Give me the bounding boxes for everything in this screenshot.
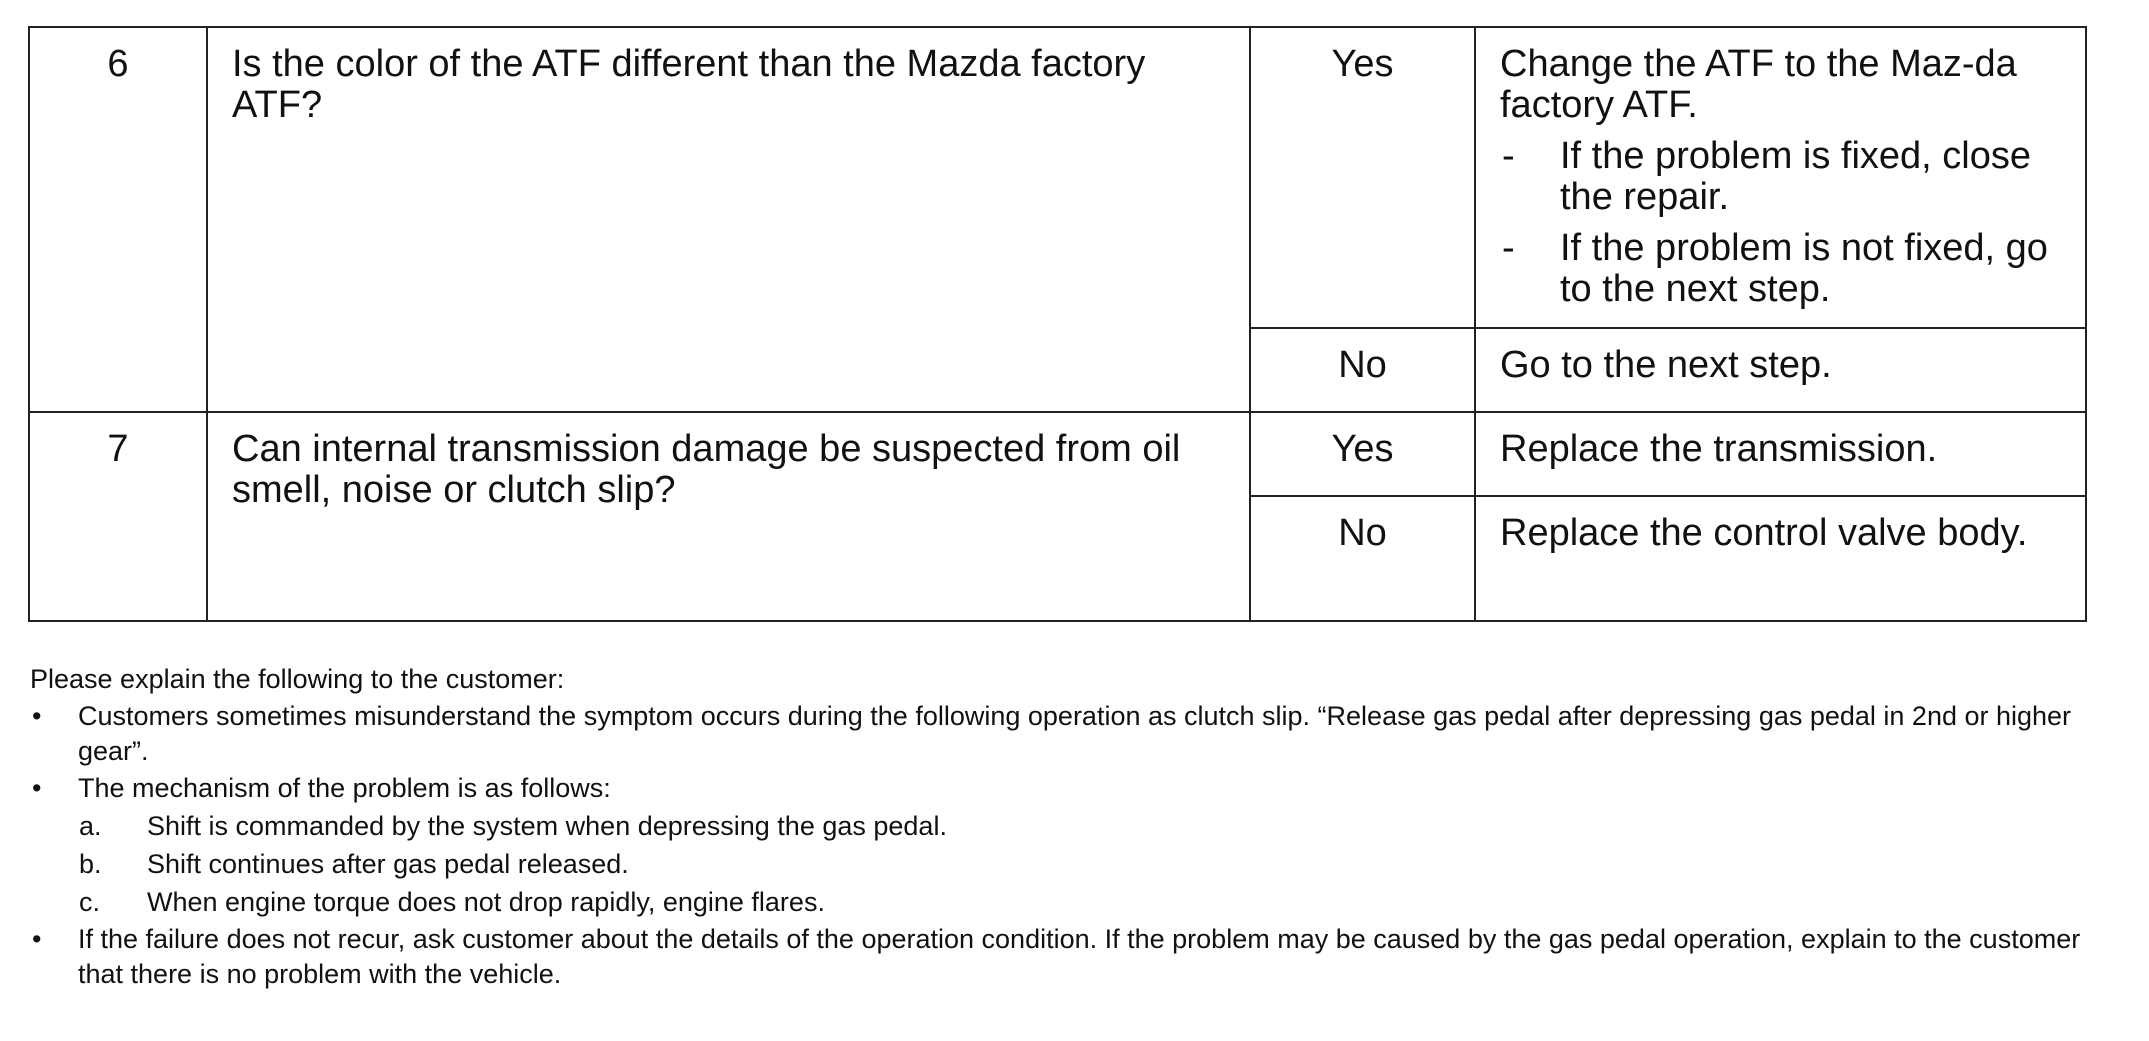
list-item: • If the failure does not recur, ask cus… <box>28 922 2088 992</box>
table-row: 7 Can internal transmission damage be su… <box>28 411 2087 622</box>
sub-item-marker: c. <box>79 887 101 917</box>
step-number: 7 <box>107 428 129 470</box>
question-cell: Is the color of the ATF different than t… <box>206 26 1251 413</box>
action-sub-item: - If the problem is not fixed, go to the… <box>1500 228 2063 310</box>
answer-cell: Yes <box>1249 411 1476 497</box>
table-row: 6 Is the color of the ATF different than… <box>28 26 2087 413</box>
bullet-text: Customers sometimes misunderstand the sy… <box>78 701 2072 766</box>
answer-cell: No <box>1249 495 1476 622</box>
sub-item-marker: a. <box>79 811 102 841</box>
question-text: Is the color of the ATF different than t… <box>232 43 1146 126</box>
notes-intro: Please explain the following to the cust… <box>30 664 565 694</box>
step-number-cell: 7 <box>28 411 208 622</box>
table-row: No Go to the next step. <box>29 327 2087 413</box>
bullet-text: If the failure does not recur, ask custo… <box>78 924 2081 989</box>
list-item: • Customers sometimes misunderstand the … <box>28 699 2088 769</box>
customer-notes: Please explain the following to the cust… <box>28 662 2088 992</box>
question-cell: Can internal transmission damage be susp… <box>206 411 1251 622</box>
list-sub-item: c. When engine torque does not drop rapi… <box>79 885 2088 920</box>
action-text: Replace the transmission. <box>1500 428 1938 470</box>
sub-item-marker: - <box>1502 135 1515 177</box>
answer-label: No <box>1338 512 1387 554</box>
sub-item-marker: b. <box>79 849 102 879</box>
action-cell: Go to the next step. <box>1474 327 2087 413</box>
list-sub-item: a. Shift is commanded by the system when… <box>79 809 2088 844</box>
answer-label: Yes <box>1331 43 1394 85</box>
bullet-text: The mechanism of the problem is as follo… <box>78 773 611 803</box>
sub-item-text: When engine torque does not drop rapidly… <box>147 887 825 917</box>
answer-label: No <box>1338 344 1387 386</box>
diagnostic-table: 6 Is the color of the ATF different than… <box>28 26 2087 622</box>
answer-label: Yes <box>1331 428 1394 470</box>
action-text: Replace the control valve body. <box>1500 512 2028 554</box>
sub-item-text: Shift continues after gas pedal released… <box>147 849 629 879</box>
table-row: No Replace the control valve body. <box>29 495 2087 622</box>
action-cell: Change the ATF to the Maz-da factory ATF… <box>1474 26 2087 329</box>
action-cell: Replace the transmission. <box>1474 411 2087 497</box>
bullet-marker: • <box>32 773 42 803</box>
action-text: Go to the next step. <box>1500 344 1832 386</box>
action-cell: Replace the control valve body. <box>1474 495 2087 622</box>
step-number: 6 <box>107 43 129 85</box>
answer-cell: No <box>1249 327 1476 413</box>
action-text: Change the ATF to the Maz-da factory ATF… <box>1500 43 2017 126</box>
sub-item-text: If the problem is fixed, close the repai… <box>1560 135 2031 218</box>
list-sub-item: b. Shift continues after gas pedal relea… <box>79 847 2088 882</box>
bullet-marker: • <box>32 701 42 731</box>
question-text: Can internal transmission damage be susp… <box>232 428 1181 511</box>
sub-item-text: Shift is commanded by the system when de… <box>147 811 947 841</box>
step-number-cell: 6 <box>28 26 208 413</box>
bullet-marker: • <box>32 924 42 954</box>
sub-item-text: If the problem is not fixed, go to the n… <box>1560 227 2048 310</box>
sub-item-marker: - <box>1502 227 1515 269</box>
answer-cell: Yes <box>1249 26 1476 329</box>
action-sub-item: - If the problem is fixed, close the rep… <box>1500 136 2063 218</box>
list-item: • The mechanism of the problem is as fol… <box>28 771 2088 806</box>
